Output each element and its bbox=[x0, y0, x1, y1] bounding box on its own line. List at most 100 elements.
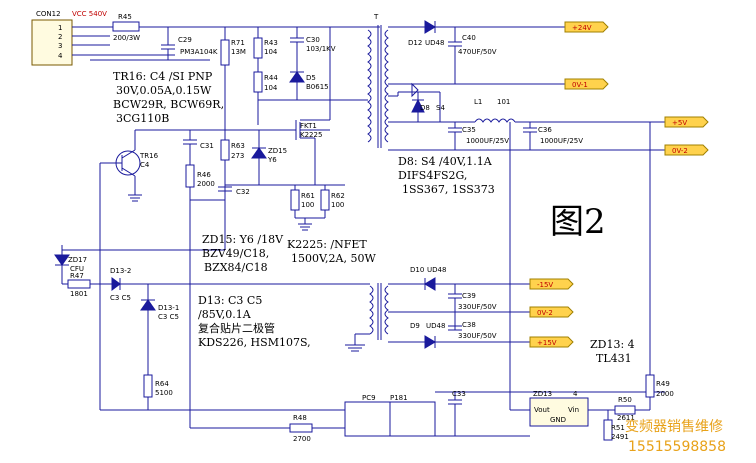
label-r64: R64 bbox=[155, 380, 169, 388]
rail-p5: +5V bbox=[664, 116, 709, 128]
transformer-aux bbox=[369, 283, 389, 340]
note-d13: D13: C3 C5 /85V,0.1A 复合贴片二极管 KDS226, HSM… bbox=[198, 294, 311, 349]
label-r46: R46 bbox=[197, 171, 211, 179]
label-c30: C30 bbox=[306, 36, 320, 44]
value-r64: 5100 bbox=[155, 389, 173, 397]
resistor-r47 bbox=[67, 279, 91, 289]
value-r47: 1801 bbox=[70, 290, 88, 298]
resistor-r71 bbox=[220, 39, 230, 66]
label-r61: R61 bbox=[301, 192, 315, 200]
value-d10: UD48 bbox=[427, 266, 446, 274]
connector-pin-1: 1 bbox=[58, 24, 62, 32]
resistor-r61 bbox=[290, 189, 300, 211]
rail-ov2b: 0V-2 bbox=[529, 306, 574, 318]
label-r45: R45 bbox=[118, 13, 132, 21]
value-r46: 2000 bbox=[197, 180, 215, 188]
value-l1: 101 bbox=[497, 98, 510, 106]
zd13-gnd: GND bbox=[550, 416, 566, 424]
note-tr16-line-1: TR16: C4 /SI PNP bbox=[113, 70, 213, 83]
value-d13-1: C3 C5 bbox=[158, 313, 179, 321]
rail-m15-label: -15V bbox=[537, 281, 553, 289]
note-zd15-line-2: BZV49/C18, bbox=[202, 247, 269, 260]
connector-name: CON12 bbox=[36, 10, 61, 18]
resistor-r45 bbox=[112, 21, 140, 32]
value-c35: 1000UF/25V bbox=[466, 137, 509, 145]
value-r62: 100 bbox=[331, 201, 344, 209]
note-zd15: ZD15: Y6 /18V BZV49/C18, BZX84/C18 bbox=[202, 233, 284, 274]
value-fkt1: K2225 bbox=[300, 131, 322, 139]
note-tr16-line-3: BCW29R, BCW69R, bbox=[113, 98, 224, 111]
label-d8: D8 bbox=[420, 104, 430, 112]
label-p181: P181 bbox=[390, 394, 408, 402]
label-r71: R71 bbox=[231, 39, 245, 47]
rail-p5-label: +5V bbox=[672, 119, 687, 127]
note-tr16-line-4: 3CG110B bbox=[116, 112, 169, 125]
label-d10: D10 bbox=[410, 266, 424, 274]
value-d13-2: C3 C5 bbox=[110, 294, 131, 302]
resistor-r62 bbox=[320, 189, 330, 211]
label-tr16: TR16 bbox=[139, 152, 159, 160]
label-transformer: T bbox=[373, 13, 379, 21]
label-c32: C32 bbox=[236, 188, 250, 196]
label-c31: C31 bbox=[200, 142, 214, 150]
value-r71: 13M bbox=[231, 48, 246, 56]
figure-label: 图2 bbox=[550, 202, 606, 242]
note-zd13-line-2: TL431 bbox=[596, 352, 632, 365]
label-r63: R63 bbox=[231, 142, 245, 150]
note-zd15-line-3: BZX84/C18 bbox=[204, 261, 268, 274]
resistor-r64 bbox=[143, 374, 153, 398]
zd13-vout: Vout bbox=[534, 406, 550, 414]
inductor-l1 bbox=[474, 118, 516, 123]
label-d9: D9 bbox=[410, 322, 420, 330]
note-d13-line-1: D13: C3 C5 bbox=[198, 294, 262, 307]
value-r61: 100 bbox=[301, 201, 314, 209]
label-c40: C40 bbox=[462, 34, 476, 42]
label-r51: R51 bbox=[611, 424, 625, 432]
watermark-line-2: 15515598858 bbox=[628, 439, 726, 455]
connector-pin-2: 2 bbox=[58, 33, 62, 41]
value-d9: UD48 bbox=[426, 322, 445, 330]
note-d8-line-2: DIFS4FS2G, bbox=[398, 169, 467, 182]
rail-ov2: 0V-2 bbox=[664, 144, 709, 156]
value-c36: 1000UF/25V bbox=[540, 137, 583, 145]
value-r50: 2611 bbox=[617, 414, 635, 422]
label-d13-2: D13-2 bbox=[110, 267, 131, 275]
label-d5: D5 bbox=[306, 74, 316, 82]
note-k2225: K2225: /NFET 1500V,2A, 50W bbox=[287, 238, 376, 265]
label-zd13: ZD13 bbox=[533, 390, 552, 398]
label-d12: D12 bbox=[408, 39, 422, 47]
rail-ov2b-label: 0V-2 bbox=[537, 309, 553, 317]
watermark-line-1: 变频器销售维修 bbox=[625, 419, 723, 435]
value-c29: PM3A104K bbox=[180, 48, 218, 56]
label-c29: C29 bbox=[178, 36, 192, 44]
rail-ov2-label: 0V-2 bbox=[672, 147, 688, 155]
rail-labels: +24V 0V-1 +5V 0V-2 -15V 0V-2 +15V bbox=[529, 21, 709, 348]
connector-pin-3: 3 bbox=[58, 42, 62, 50]
regulator-zd13 bbox=[529, 397, 589, 427]
label-r43: R43 bbox=[264, 39, 278, 47]
value-r44: 104 bbox=[264, 84, 278, 92]
resistor-r44 bbox=[253, 71, 263, 93]
rail-m15: -15V bbox=[529, 278, 574, 290]
label-c33: C33 bbox=[452, 390, 466, 398]
connector-vcc: VCC 540V bbox=[72, 10, 107, 18]
note-k2225-line-2: 1500V,2A, 50W bbox=[291, 252, 376, 265]
resistor-r50 bbox=[614, 405, 636, 415]
connector-con12-body bbox=[31, 19, 73, 66]
value-zd17: CFU bbox=[70, 265, 84, 273]
rail-ov1: 0V-1 bbox=[564, 78, 609, 90]
value-d5: B0615 bbox=[306, 83, 329, 91]
value-d8: S4 bbox=[436, 104, 445, 112]
connector-pin-4: 4 bbox=[58, 52, 63, 60]
value-c38: 330UF/50V bbox=[458, 332, 497, 340]
note-k2225-line-1: K2225: /NFET bbox=[287, 238, 367, 251]
resistor-r46 bbox=[185, 164, 195, 188]
note-d13-line-2: /85V,0.1A bbox=[198, 308, 252, 321]
resistor-r51 bbox=[603, 419, 613, 441]
resistor-r63 bbox=[220, 139, 230, 161]
zd13-vin: Vin bbox=[568, 406, 579, 414]
value-c30: 103/1KV bbox=[306, 45, 336, 53]
note-d13-line-3: 复合贴片二极管 bbox=[198, 321, 275, 335]
label-r49: R49 bbox=[656, 380, 670, 388]
rail-p24: +24V bbox=[564, 21, 609, 33]
